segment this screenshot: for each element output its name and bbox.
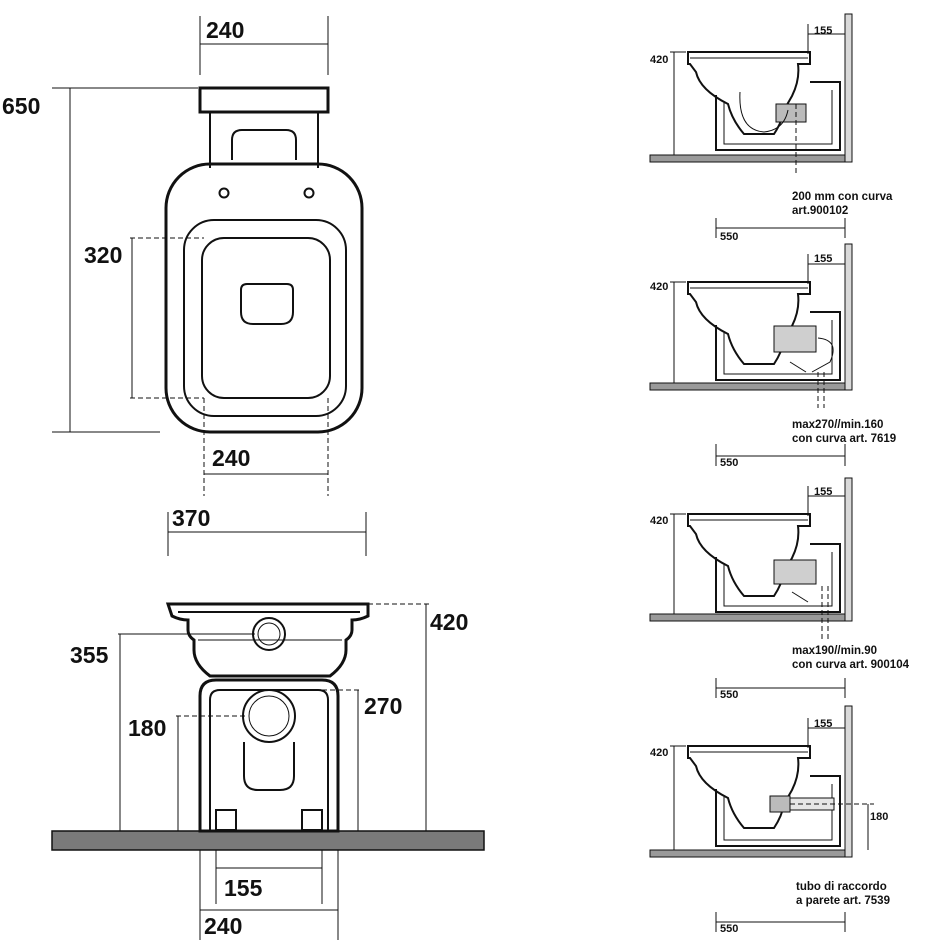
- dim-total-width: 370: [172, 505, 210, 531]
- side-view-2: 420 155 max270//min.160 con curva art. 7…: [649, 243, 896, 469]
- side3-note-1: max190//min.90: [792, 645, 877, 657]
- side1-height: 420: [650, 54, 668, 66]
- dim-total-height: 420: [430, 609, 468, 635]
- side3-height: 420: [650, 515, 668, 527]
- side2-note-2: con curva art. 7619: [792, 433, 896, 445]
- side4-height: 420: [650, 747, 668, 759]
- dim-foot-outer: 240: [204, 913, 242, 939]
- dim-drain-height: 180: [128, 715, 166, 741]
- side4-note-1: tubo di raccordo: [796, 881, 887, 893]
- dim-total-length: 650: [2, 93, 40, 119]
- side3-note-2: con curva art. 900104: [792, 659, 910, 671]
- dim-bottom-width: 240: [212, 445, 250, 471]
- side4-note-2: a parete art. 7539: [796, 895, 890, 907]
- dim-inlet-height: 270: [364, 693, 402, 719]
- side3-offset: 155: [814, 486, 832, 498]
- side2-note-1: max270//min.160: [792, 419, 883, 431]
- side2-height: 420: [650, 281, 668, 293]
- dim-foot-inner: 155: [224, 875, 263, 901]
- dim-seat-depth: 320: [84, 242, 122, 268]
- dim-tank-width: 240: [206, 17, 244, 43]
- side-view-4: 420 155 180 tubo di raccordo a parete ar…: [649, 705, 890, 935]
- side1-offset: 155: [814, 25, 832, 37]
- side2-offset: 155: [814, 253, 832, 265]
- dim-outlet-height: 355: [70, 642, 109, 668]
- side4-depth: 550: [720, 923, 738, 935]
- side1-note-2: art.900102: [792, 205, 848, 217]
- side1-depth: 550: [720, 231, 738, 243]
- front-view: 420 355 270 180 155 240: [51, 602, 485, 940]
- side-view-3: 420 155 max190//min.90 con curva art. 90…: [649, 477, 910, 701]
- side-view-1: 420 155 200 mm con curva art.900102 550: [649, 13, 893, 243]
- top-view: 240 650 320 240 370: [2, 16, 367, 556]
- side4-pipe-height: 180: [870, 811, 888, 823]
- side2-depth: 550: [720, 457, 738, 469]
- side3-depth: 550: [720, 689, 738, 701]
- side1-note-1: 200 mm con curva: [792, 191, 893, 203]
- side4-offset: 155: [814, 718, 832, 730]
